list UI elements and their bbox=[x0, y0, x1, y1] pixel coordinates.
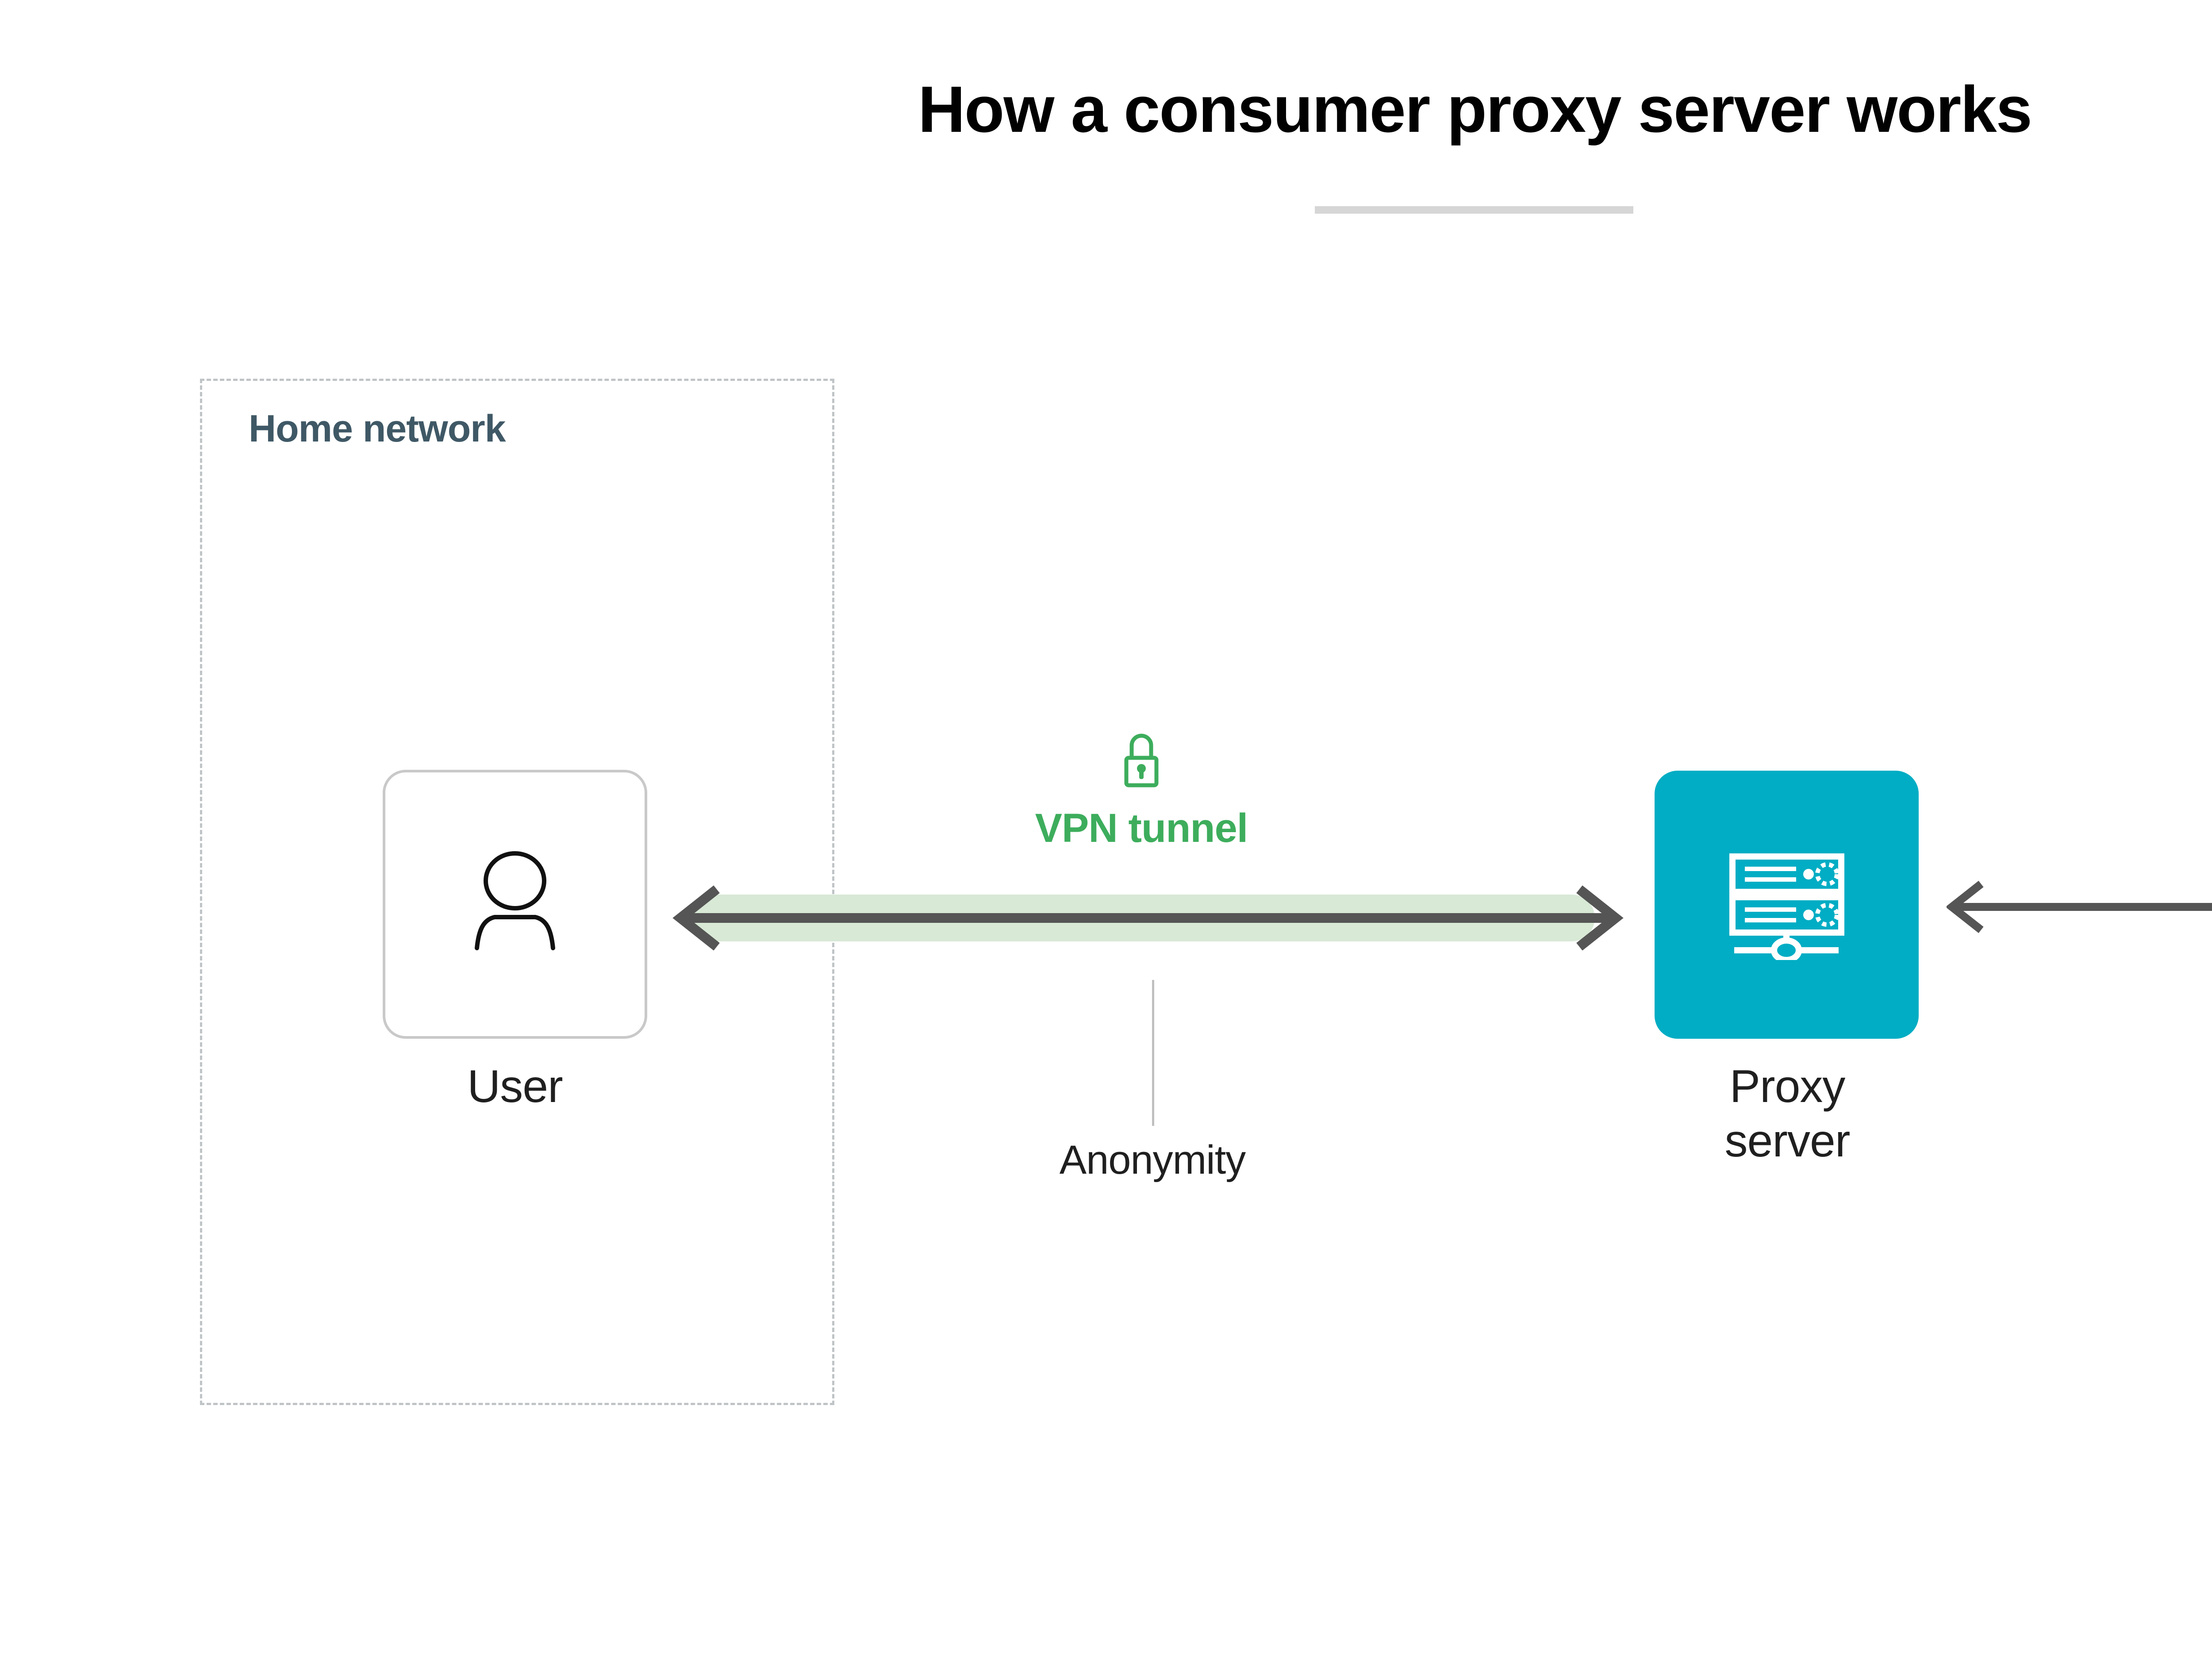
person-icon bbox=[475, 851, 555, 950]
server-rack-icon bbox=[1729, 853, 1844, 960]
user-node-label: User bbox=[467, 1061, 563, 1112]
proxy-internet-arrow bbox=[1947, 880, 2212, 933]
vpn-tunnel-arrow bbox=[672, 885, 1624, 951]
user-node-box[interactable] bbox=[383, 770, 647, 1039]
page-title: How a consumer proxy server works bbox=[918, 73, 2032, 146]
home-network-boundary bbox=[200, 379, 834, 1405]
proxy-server-node-label: Proxy server bbox=[1724, 1061, 1851, 1167]
home-network-label: Home network bbox=[249, 407, 506, 450]
vpn-tunnel-label: VPN tunnel bbox=[1035, 806, 1248, 851]
title-divider bbox=[1315, 206, 1633, 214]
lock-icon bbox=[1124, 733, 1159, 787]
title-block: How a consumer proxy server works bbox=[0, 75, 2212, 144]
proxy-server-node-box[interactable] bbox=[1655, 771, 1919, 1039]
anonymity-label: Anonymity bbox=[1059, 1137, 1246, 1183]
anonymity-leader-line bbox=[1152, 980, 1154, 1126]
